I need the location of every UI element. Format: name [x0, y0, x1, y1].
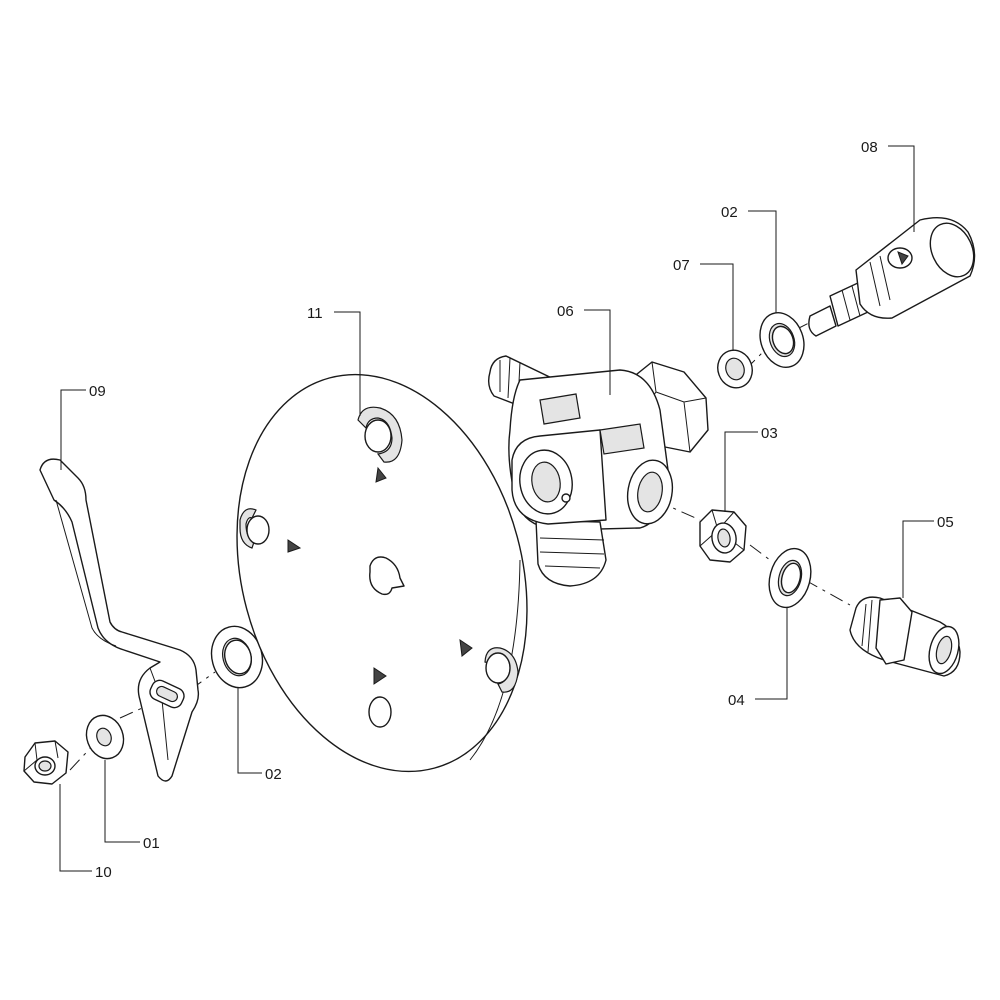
label-02-right: 02 — [721, 204, 738, 221]
part-03-hex-nut — [699, 509, 747, 563]
leader-03 — [724, 431, 758, 512]
label-07: 07 — [673, 257, 690, 274]
part-07-ring — [717, 349, 753, 389]
leader-11 — [334, 311, 361, 416]
plate-triangle-3 — [459, 638, 473, 657]
leader-02-right — [748, 210, 777, 313]
label-01: 01 — [143, 835, 160, 852]
label-11: 11 — [307, 305, 323, 322]
leader-07 — [700, 263, 734, 351]
leader-01 — [104, 760, 140, 843]
plate-triangle-4 — [373, 667, 387, 685]
plate-slot-left — [239, 508, 270, 549]
part-02-washer-left — [210, 625, 264, 689]
part-11-round-plate — [236, 373, 528, 773]
label-06: 06 — [557, 303, 574, 320]
part-08-cylinder-pin — [808, 217, 976, 337]
label-05: 05 — [937, 514, 954, 531]
plate-triangle-1 — [375, 466, 387, 483]
plate-hole-center — [369, 556, 405, 596]
part-02-washer-right — [759, 312, 805, 368]
part-04-washer — [768, 547, 812, 609]
leader-04 — [755, 608, 788, 700]
part-06-valve-body — [487, 355, 709, 587]
leader-08 — [888, 145, 915, 232]
plate-slot-top — [357, 406, 403, 463]
label-10: 10 — [95, 864, 112, 881]
leader-06 — [584, 309, 611, 395]
label-02-left: 02 — [265, 766, 282, 783]
plate-triangle-2 — [287, 539, 302, 553]
plate-slot-right — [484, 647, 519, 693]
leader-09 — [60, 389, 86, 470]
label-04: 04 — [728, 692, 745, 709]
leader-10 — [59, 784, 92, 872]
leader-lines — [59, 145, 934, 872]
part-10-hex-nut — [23, 740, 69, 785]
part-01-washer — [85, 714, 125, 760]
plate-hole-bottom — [368, 696, 392, 728]
part-05-fitting — [849, 596, 961, 677]
leader-05 — [902, 520, 934, 598]
part-09-lever — [39, 458, 200, 782]
label-08: 08 — [861, 139, 878, 156]
leader-02-left — [237, 688, 262, 774]
label-03: 03 — [761, 425, 778, 442]
label-09: 09 — [89, 383, 106, 400]
part-labels: 01 02 03 04 05 06 07 02 08 09 10 11 — [89, 139, 954, 881]
